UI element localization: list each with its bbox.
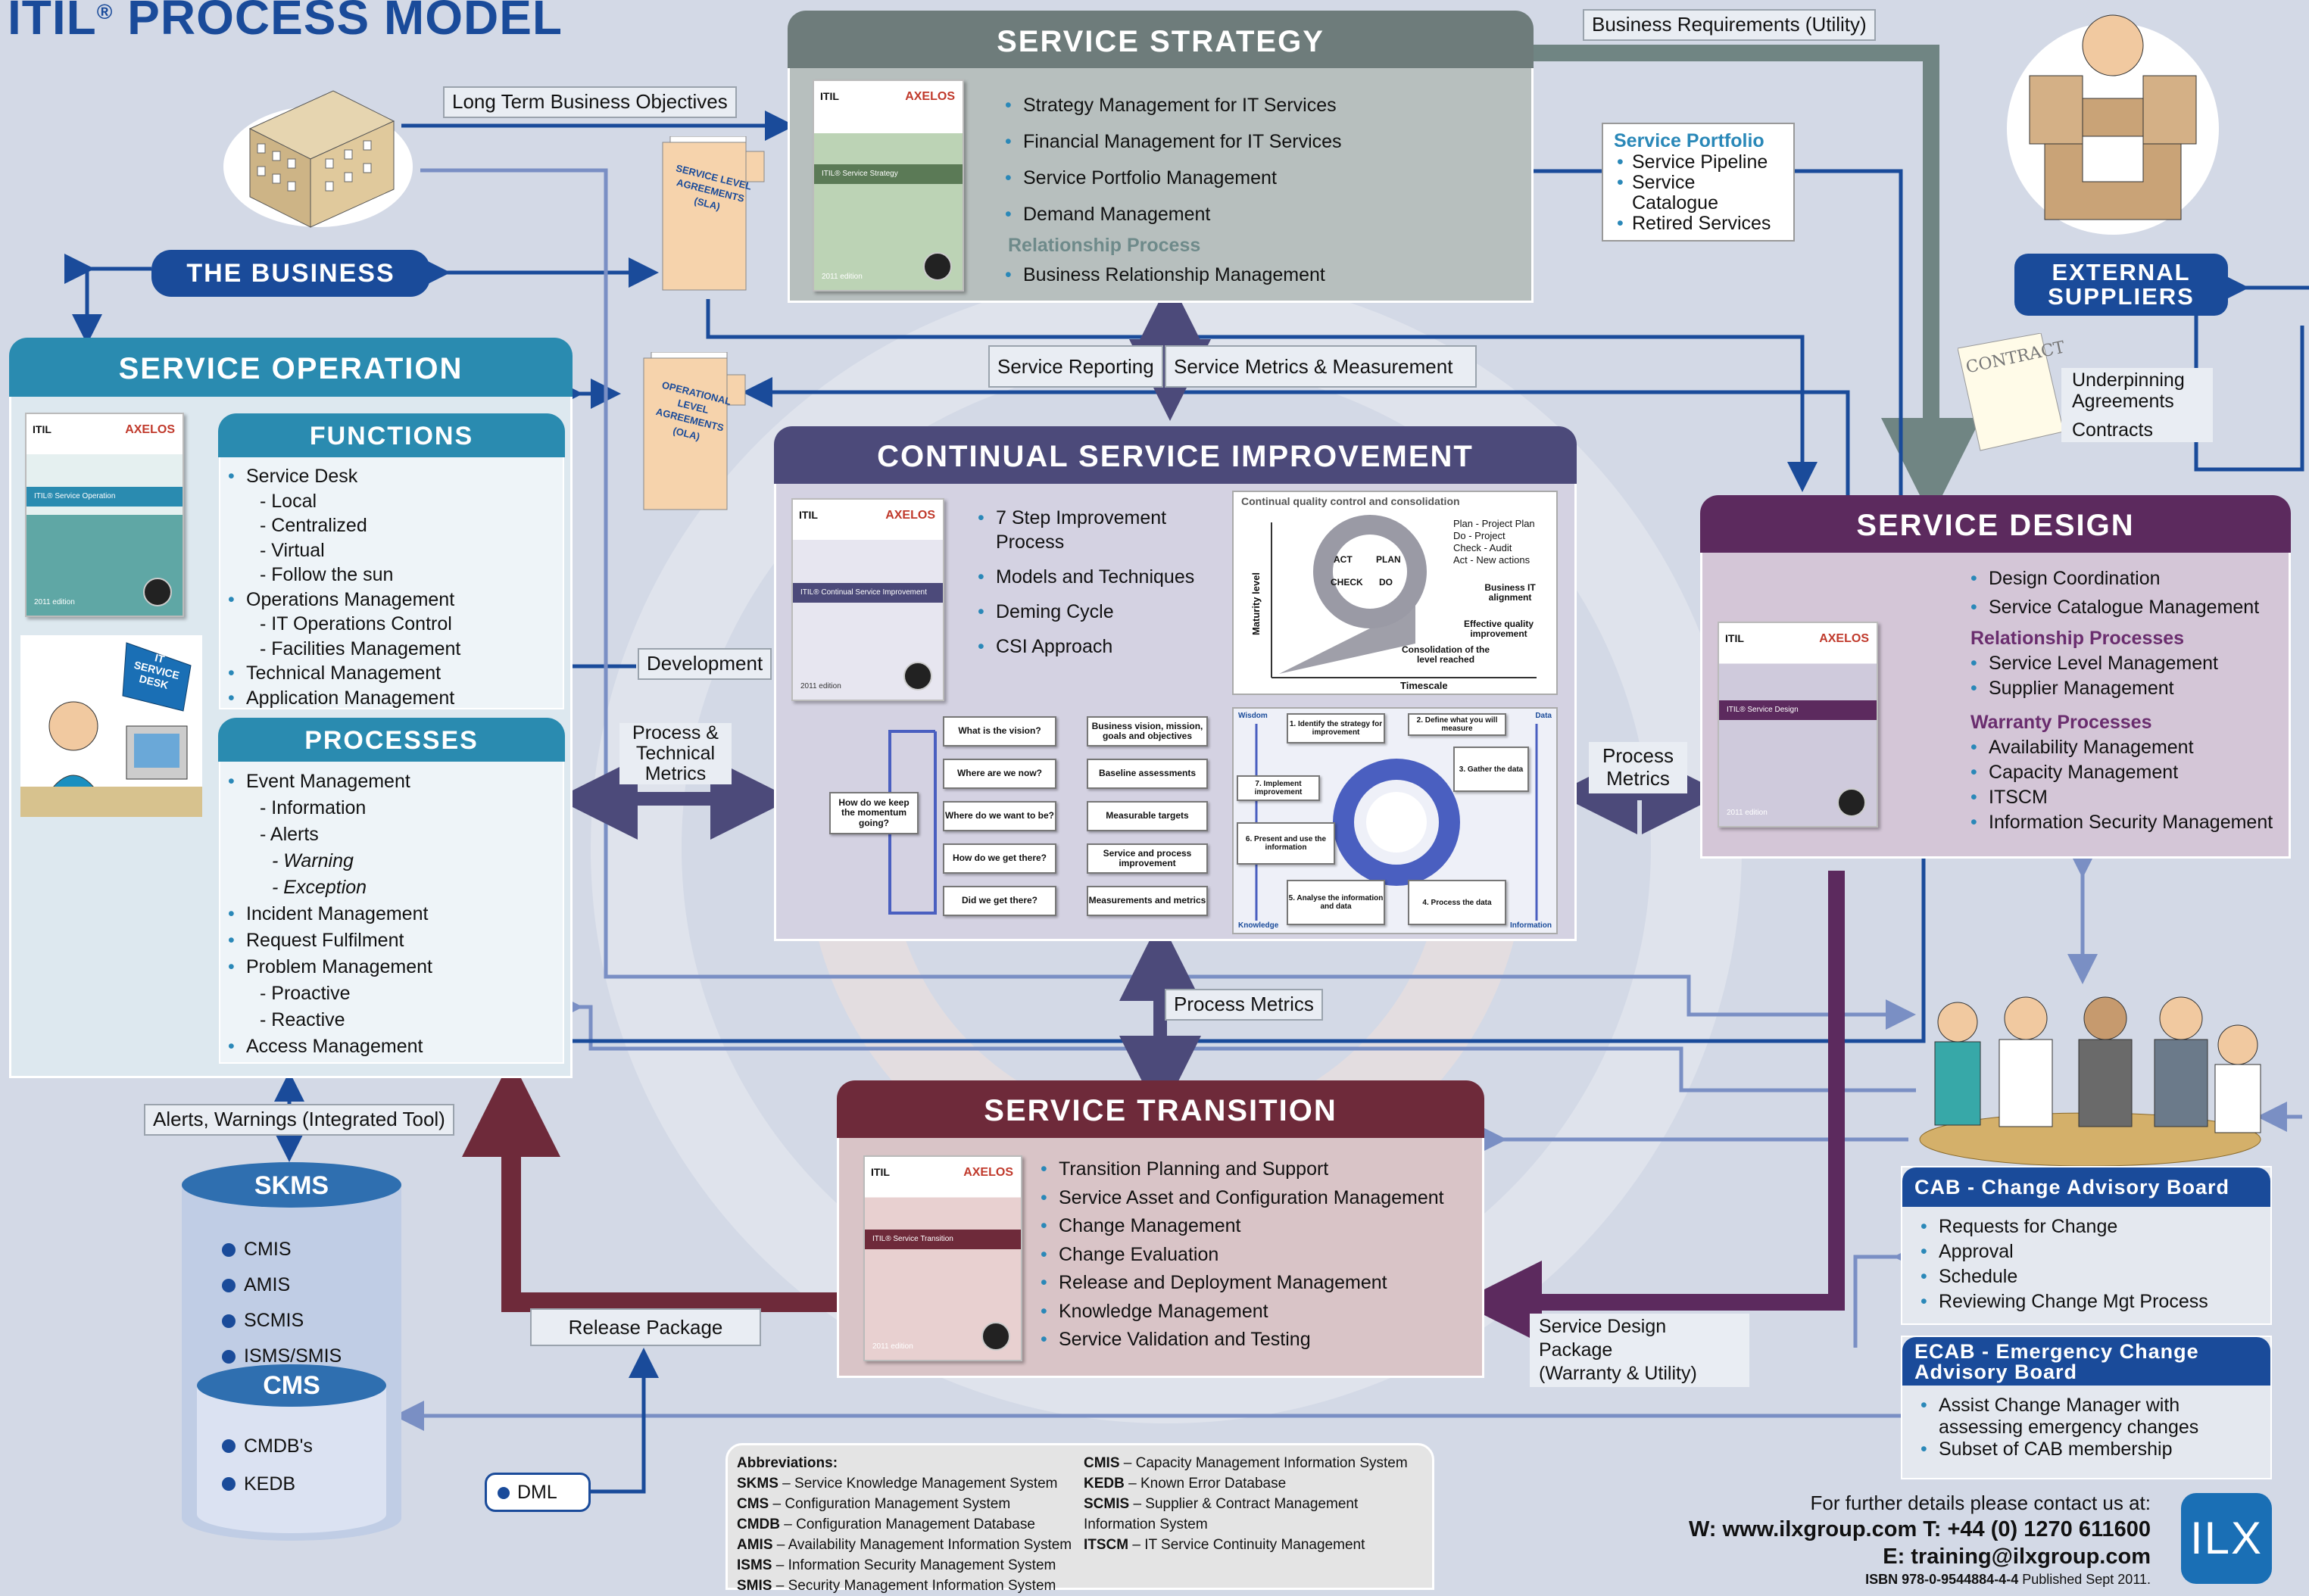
underpinning-label: Underpinning Agreements Contracts: [2061, 368, 2213, 442]
service-design-title: SERVICE DESIGN: [1700, 495, 2291, 553]
sla-document: SERVICE LEVEL AGREEMENTS (SLA): [655, 136, 769, 291]
service-reporting-label: Service Reporting: [988, 345, 1163, 388]
process-metrics-right-label: Process Metrics: [1589, 742, 1687, 793]
transition-list: Transition Planning and Support Service …: [1037, 1155, 1444, 1354]
service-operation-title: SERVICE OPERATION: [9, 338, 573, 397]
skms-cylinder: SKMS CMIS AMIS SCMIS ISMS/SMIS CMS CMDB'…: [182, 1162, 401, 1541]
release-package-label: Release Package: [530, 1308, 761, 1346]
alerts-label: Alerts, Warnings (Integrated Tool): [144, 1104, 454, 1136]
csi-title: CONTINUAL SERVICE IMPROVEMENT: [774, 426, 1577, 484]
process-technical-metrics-label: Process & Technical Metrics: [619, 723, 732, 784]
supplier-figure-icon: [1999, 0, 2219, 242]
service-portfolio-box: Service Portfolio Service Pipeline Servi…: [1602, 123, 1795, 242]
functions-list: Service Desk - Local - Centralized - Vir…: [225, 464, 460, 710]
business-building-icon: [220, 61, 417, 235]
ola-document: OPERATIONAL LEVEL AGREEMENTS (OLA): [636, 351, 750, 511]
design-list: Design Coordination Service Catalogue Ma…: [1967, 564, 2273, 835]
functions-box: FUNCTIONS Service Desk - Local - Central…: [218, 413, 565, 710]
cab-people-icon: [1912, 977, 2268, 1167]
business-requirements-label: Business Requirements (Utility): [1583, 9, 1876, 41]
abbreviations-box: Abbreviations: SKMS – Service Knowledge …: [725, 1443, 1434, 1594]
page-title: ITIL® PROCESS MODEL: [8, 0, 563, 45]
processes-box: PROCESSES Event Management - Information…: [218, 718, 565, 1064]
cab-box: CAB - Change Advisory Board Requests for…: [1901, 1166, 2272, 1325]
the-business-pill[interactable]: THE BUSINESS: [151, 250, 430, 297]
contact-block: For further details please contact us at…: [1688, 1492, 2151, 1587]
long-term-objectives-label: Long Term Business Objectives: [443, 86, 737, 118]
quality-control-chart: Continual quality control and consolidat…: [1232, 491, 1558, 695]
service-strategy-title: SERVICE STRATEGY: [788, 11, 1534, 68]
strategy-list: Strategy Management for IT Services Fina…: [1002, 87, 1342, 291]
process-metrics-bottom-label: Process Metrics: [1165, 989, 1323, 1021]
service-design-package-label: Service Design Package(Warranty & Utilit…: [1530, 1314, 1749, 1387]
csi-list: 7 Step Improvement Process Models and Te…: [975, 506, 1202, 659]
ilx-logo[interactable]: ILX: [2181, 1493, 2272, 1584]
seven-step-diagram: Wisdom Data Knowledge Information 1. Ide…: [1232, 707, 1558, 934]
service-metrics-label: Service Metrics & Measurement: [1165, 345, 1477, 388]
csi-approach-flow: How do we keep the momentum going? What …: [822, 716, 1231, 928]
service-desk-agent-icon: IT SERVICE DESK: [20, 635, 202, 817]
contract-document-icon: CONTRACT: [1957, 332, 2067, 454]
development-label: Development: [638, 648, 772, 680]
processes-list: Event Management - Information - Alerts …: [225, 768, 432, 1060]
service-transition-title: SERVICE TRANSITION: [837, 1080, 1484, 1138]
dml-badge[interactable]: DML: [485, 1473, 591, 1512]
